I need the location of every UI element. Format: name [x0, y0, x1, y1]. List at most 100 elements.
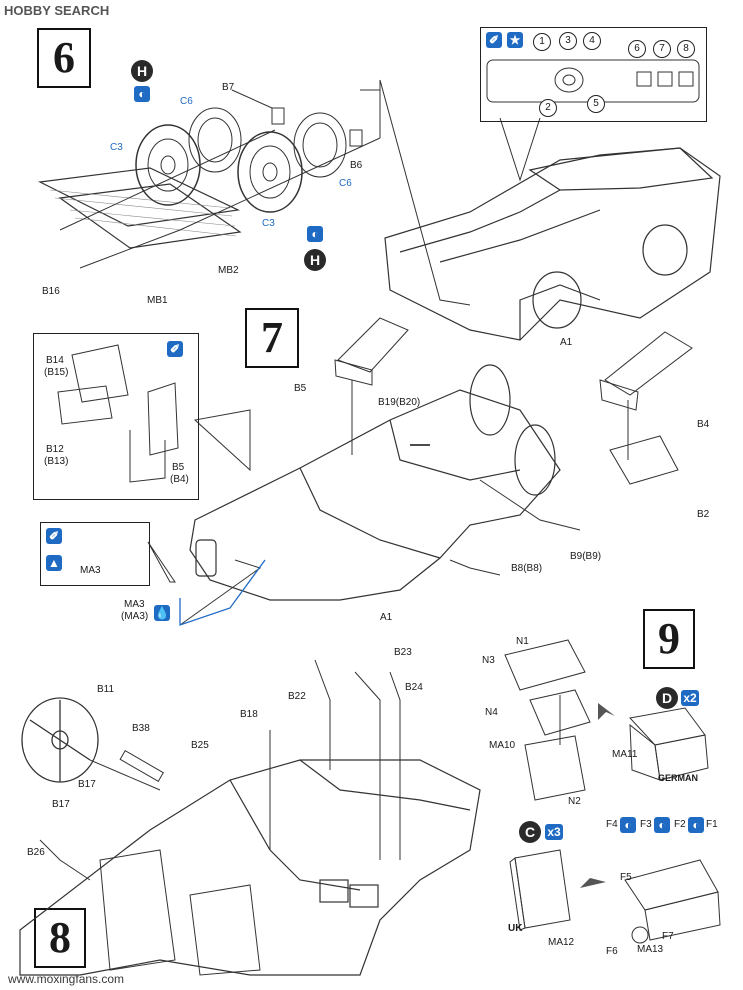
part-label-b24: B24 [405, 682, 423, 693]
wheel-right [237, 112, 347, 213]
callout-number-1: 1 [533, 33, 551, 51]
callout-number-3: 3 [559, 32, 577, 50]
quantity-badge-x2: x2 [681, 690, 699, 706]
seat-detail-sketch [57, 344, 179, 483]
paint-brush-icon: ✐ [46, 528, 62, 544]
jeep-body-a1 [384, 147, 721, 341]
german-caption: GERMAN [658, 773, 698, 783]
part-label-f4: F4 [606, 819, 618, 830]
part-label-b16: B16 [42, 286, 60, 297]
option-h-marker-top: H [131, 60, 153, 82]
paint-brush-icon: ✐ [167, 341, 183, 357]
jeep-body-step8 [19, 759, 481, 976]
part-label-c6-top: C6 [180, 96, 193, 107]
uk-caption: UK [508, 923, 523, 934]
part-label-b5-callout: B5 [172, 462, 185, 473]
part-label-b22: B22 [288, 691, 306, 702]
part-label-f3: F3 [640, 819, 652, 830]
seat-b5 [334, 317, 409, 455]
part-label-b4: B4 [697, 419, 710, 430]
rear-seat-step8 [99, 849, 261, 976]
part-label-f6: F6 [606, 946, 618, 957]
part-label-ma12: MA12 [548, 937, 575, 948]
part-label-ma3-paren: (MA3) [121, 611, 149, 622]
site-logo: HOBBY SEARCH [4, 3, 110, 18]
ma3-detail-callout [40, 522, 150, 586]
part-label-c3-left: C3 [110, 142, 123, 153]
part-label-f1: F1 [706, 819, 718, 830]
option-d-marker: D [656, 687, 678, 709]
paint-brush-icon: ✐ [486, 32, 502, 48]
part-label-mb1: MB1 [147, 295, 168, 306]
part-label-f2: F2 [674, 819, 686, 830]
part-label-c6-right: C6 [339, 178, 352, 189]
dashboard-detail-callout [480, 27, 707, 122]
part-label-b17-bottom: B17 [52, 799, 70, 810]
part-label-mb2: MB2 [218, 265, 239, 276]
part-label-ma13: MA13 [637, 944, 664, 955]
part-label-a1-step7: A1 [380, 612, 393, 623]
step-number-9: 9 [643, 609, 695, 669]
jeep-chassis-step7 [189, 364, 561, 601]
part-label-b4-callout: (B4) [170, 474, 189, 485]
part-label-b9: B9(B9) [570, 551, 602, 562]
star-icon: ★ [507, 32, 523, 48]
steering-wheel-b11 [21, 697, 99, 783]
part-label-b23: B23 [394, 647, 412, 658]
glue-icon: 💧 [154, 605, 170, 621]
part-label-b38: B38 [132, 723, 150, 734]
callout-number-8: 8 [677, 40, 695, 58]
callout-number-5: 5 [587, 95, 605, 113]
part-label-b13: (B13) [44, 456, 69, 467]
decal-icon: ▲ [46, 555, 62, 571]
part-label-b14: B14 [46, 355, 64, 366]
part-label-n2: N2 [568, 796, 581, 807]
step-number-6: 6 [37, 28, 91, 88]
part-label-n1: N1 [516, 636, 529, 647]
jerry-can-german-assembled [629, 707, 709, 781]
step-number-7: 7 [245, 308, 299, 368]
part-label-f7: F7 [662, 931, 674, 942]
part-label-b11: B11 [97, 684, 115, 695]
part-label-f5: F5 [620, 872, 632, 883]
quantity-badge-x3: x3 [545, 824, 563, 840]
callout-number-7: 7 [653, 40, 671, 58]
perforated-plate-mb1 [37, 167, 242, 249]
part-label-b25: B25 [191, 740, 209, 751]
jerry-can-parts-f [624, 859, 721, 944]
part-label-b18: B18 [240, 709, 258, 720]
part-label-b12: B12 [46, 444, 64, 455]
callout-number-4: 4 [583, 32, 601, 50]
drill-hole-icon: ◐ [307, 226, 323, 242]
part-label-b5: B5 [294, 383, 307, 394]
part-label-n3: N3 [482, 655, 495, 666]
option-c-marker: C [519, 821, 541, 843]
part-label-a1-step6: A1 [560, 337, 573, 348]
part-label-c3-right: C3 [262, 218, 275, 229]
part-label-ma11: MA11 [612, 749, 638, 760]
part-label-b2: B2 [697, 509, 710, 520]
drill-hole-icon: ◐ [620, 817, 636, 833]
part-label-ma3-callout: MA3 [80, 565, 101, 576]
jerry-can-uk [509, 849, 571, 931]
part-label-ma10: MA10 [489, 740, 516, 751]
part-label-b17-top: B17 [78, 779, 96, 790]
drill-hole-icon: ◐ [654, 817, 670, 833]
option-h-marker-bottom: H [304, 249, 326, 271]
part-label-b6: B6 [350, 160, 363, 171]
wheel-left [135, 107, 242, 206]
part-label-n4: N4 [485, 707, 498, 718]
drill-hole-icon: ◐ [134, 86, 150, 102]
step-number-8: 8 [34, 908, 86, 968]
part-label-b26: B26 [27, 847, 45, 858]
part-label-b8: B8(B8) [511, 563, 543, 574]
watermark-text: www.moxingfans.com [8, 972, 125, 986]
callout-number-6: 6 [628, 40, 646, 58]
part-label-ma3: MA3 [124, 599, 145, 610]
part-label-b19: B19(B20) [378, 397, 421, 408]
seat-b4 [599, 331, 693, 485]
part-label-b7: B7 [222, 82, 235, 93]
part-label-b15: (B15) [44, 367, 69, 378]
jerry-can-german [504, 639, 591, 801]
